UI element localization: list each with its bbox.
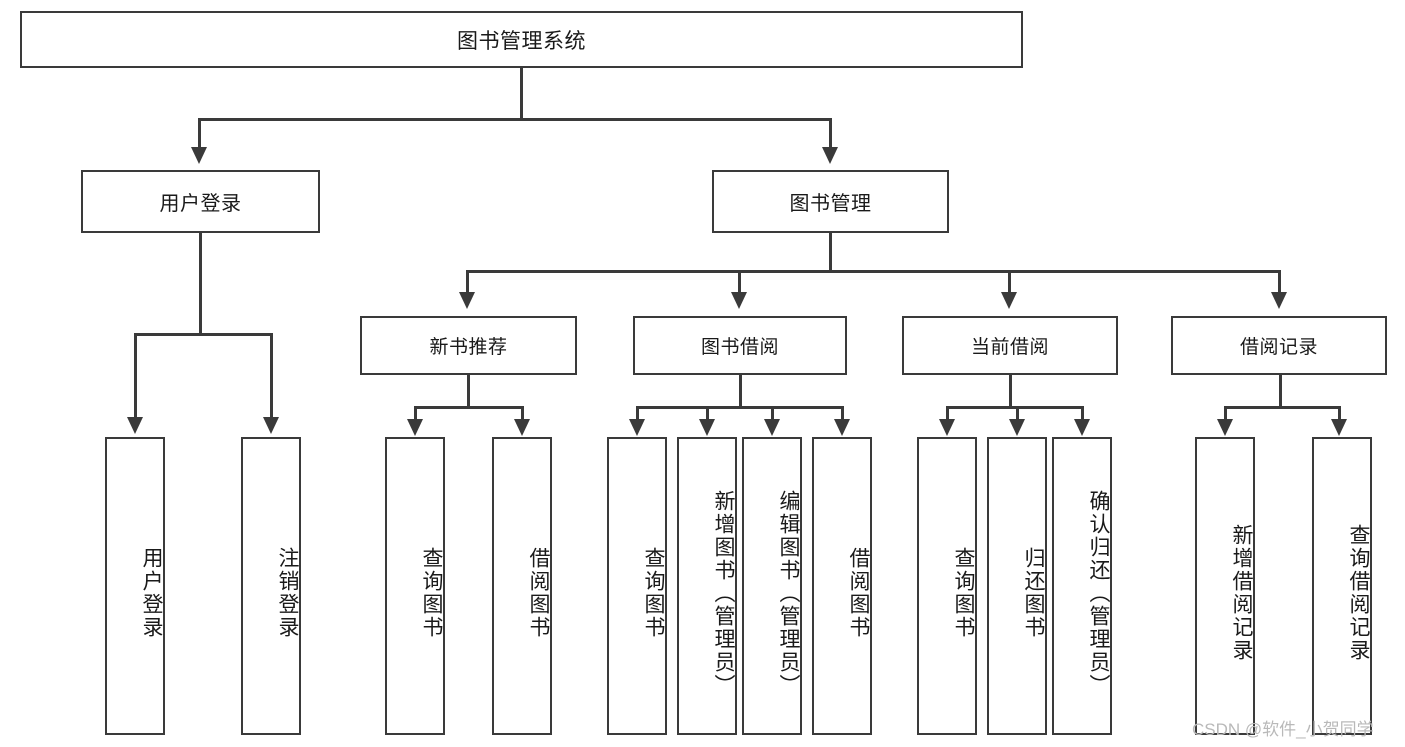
arrowhead-bb-1 — [629, 419, 645, 436]
leaf-query-book-current[interactable]: 查询图书 — [917, 437, 977, 735]
connector-book-manage-bus — [466, 270, 1281, 273]
arrowhead-book-borrow — [731, 292, 747, 309]
connector-drop-borrow-record — [1278, 270, 1281, 292]
leaf-edit-book-admin[interactable]: 编辑图书（管理员） — [742, 437, 802, 735]
connector-drop-book-borrow — [738, 270, 741, 292]
connector-drop-new-book — [466, 270, 469, 292]
connector-book-borrow-bus — [636, 406, 844, 409]
node-label: 图书管理系统 — [457, 29, 586, 53]
leaf-query-book-recommend[interactable]: 查询图书 — [385, 437, 445, 735]
connector-drop-nb-2 — [521, 406, 524, 420]
node-label: 查询图书 — [952, 547, 975, 639]
node-label: 查询借阅记录 — [1347, 524, 1370, 662]
node-user-login[interactable]: 用户登录 — [81, 170, 320, 233]
connector-user-login-stem — [199, 233, 202, 335]
leaf-add-borrow-record[interactable]: 新增借阅记录 — [1195, 437, 1255, 735]
connector-book-borrow-stem — [739, 375, 742, 408]
arrowhead-bb-2 — [699, 419, 715, 436]
arrowhead-borrow-record — [1271, 292, 1287, 309]
node-root-system[interactable]: 图书管理系统 — [20, 11, 1023, 68]
node-label: 图书借阅 — [700, 337, 779, 358]
node-book-borrow[interactable]: 图书借阅 — [633, 316, 847, 375]
connector-drop-nb-1 — [414, 406, 417, 420]
arrowhead-book-manage — [822, 147, 838, 164]
connector-drop-bb-4 — [841, 406, 844, 420]
connector-new-book-stem — [467, 375, 470, 408]
arrowhead-cb-3 — [1074, 419, 1090, 436]
connector-borrow-record-bus — [1224, 406, 1340, 409]
leaf-add-book-admin[interactable]: 新增图书（管理员） — [677, 437, 737, 735]
node-label: 确认归还（管理员） — [1087, 489, 1110, 697]
connector-root-bus — [198, 118, 832, 121]
leaf-borrow-book-recommend[interactable]: 借阅图书 — [492, 437, 552, 735]
leaf-borrow-book[interactable]: 借阅图书 — [812, 437, 872, 735]
node-label: 归还图书 — [1022, 547, 1045, 639]
leaf-confirm-return-admin[interactable]: 确认归还（管理员） — [1052, 437, 1112, 735]
connector-drop-bb-1 — [636, 406, 639, 420]
leaf-return-book[interactable]: 归还图书 — [987, 437, 1047, 735]
connector-borrow-record-stem — [1279, 375, 1282, 408]
node-label: 新增借阅记录 — [1230, 524, 1253, 662]
node-label: 借阅记录 — [1239, 337, 1318, 358]
arrowhead-login-1 — [127, 417, 143, 434]
connector-new-book-bus — [414, 406, 524, 409]
connector-root-stem — [520, 68, 523, 120]
node-label: 查询图书 — [420, 547, 443, 639]
connector-user-login-bus — [134, 333, 272, 336]
node-label: 当前借阅 — [970, 337, 1049, 358]
arrowhead-cb-1 — [939, 419, 955, 436]
connector-drop-bb-2 — [706, 406, 709, 420]
arrowhead-current-borrow — [1001, 292, 1017, 309]
node-borrow-record[interactable]: 借阅记录 — [1171, 316, 1387, 375]
leaf-user-login[interactable]: 用户登录 — [105, 437, 165, 735]
connector-drop-cb-2 — [1016, 406, 1019, 420]
arrowhead-nb-1 — [407, 419, 423, 436]
arrowhead-bb-3 — [764, 419, 780, 436]
arrowhead-nb-2 — [514, 419, 530, 436]
node-label: 查询图书 — [642, 547, 665, 639]
leaf-query-borrow-record[interactable]: 查询借阅记录 — [1312, 437, 1372, 735]
leaf-logout[interactable]: 注销登录 — [241, 437, 301, 735]
arrowhead-new-book — [459, 292, 475, 309]
node-current-borrow[interactable]: 当前借阅 — [902, 316, 1118, 375]
connector-drop-cb-1 — [946, 406, 949, 420]
arrowhead-br-1 — [1217, 419, 1233, 436]
connector-drop-login-1 — [134, 333, 137, 417]
node-label: 用户登录 — [159, 193, 242, 215]
connector-drop-book-manage — [829, 118, 832, 147]
leaf-query-book-borrow[interactable]: 查询图书 — [607, 437, 667, 735]
node-label: 编辑图书（管理员） — [777, 489, 800, 697]
connector-drop-current-borrow — [1008, 270, 1011, 292]
arrowhead-login-2 — [263, 417, 279, 434]
node-label: 注销登录 — [276, 547, 299, 639]
node-label: 新书推荐 — [429, 337, 508, 358]
connector-drop-bb-3 — [771, 406, 774, 420]
connector-book-manage-stem — [829, 233, 832, 273]
arrowhead-cb-2 — [1009, 419, 1025, 436]
connector-drop-cb-3 — [1081, 406, 1084, 420]
node-label: 用户登录 — [140, 547, 163, 639]
connector-current-borrow-bus — [946, 406, 1083, 409]
connector-drop-br-1 — [1224, 406, 1227, 420]
connector-current-borrow-stem — [1009, 375, 1012, 408]
arrowhead-user-login — [191, 147, 207, 164]
node-label: 借阅图书 — [847, 547, 870, 639]
connector-drop-user-login — [198, 118, 201, 147]
node-label: 图书管理 — [789, 193, 872, 215]
node-label: 借阅图书 — [527, 547, 550, 639]
node-label: 新增图书（管理员） — [712, 489, 735, 697]
arrowhead-br-2 — [1331, 419, 1347, 436]
arrowhead-bb-4 — [834, 419, 850, 436]
node-book-management[interactable]: 图书管理 — [712, 170, 949, 233]
connector-drop-login-2 — [270, 333, 273, 417]
connector-drop-br-2 — [1338, 406, 1341, 420]
node-new-book-recommend[interactable]: 新书推荐 — [360, 316, 577, 375]
